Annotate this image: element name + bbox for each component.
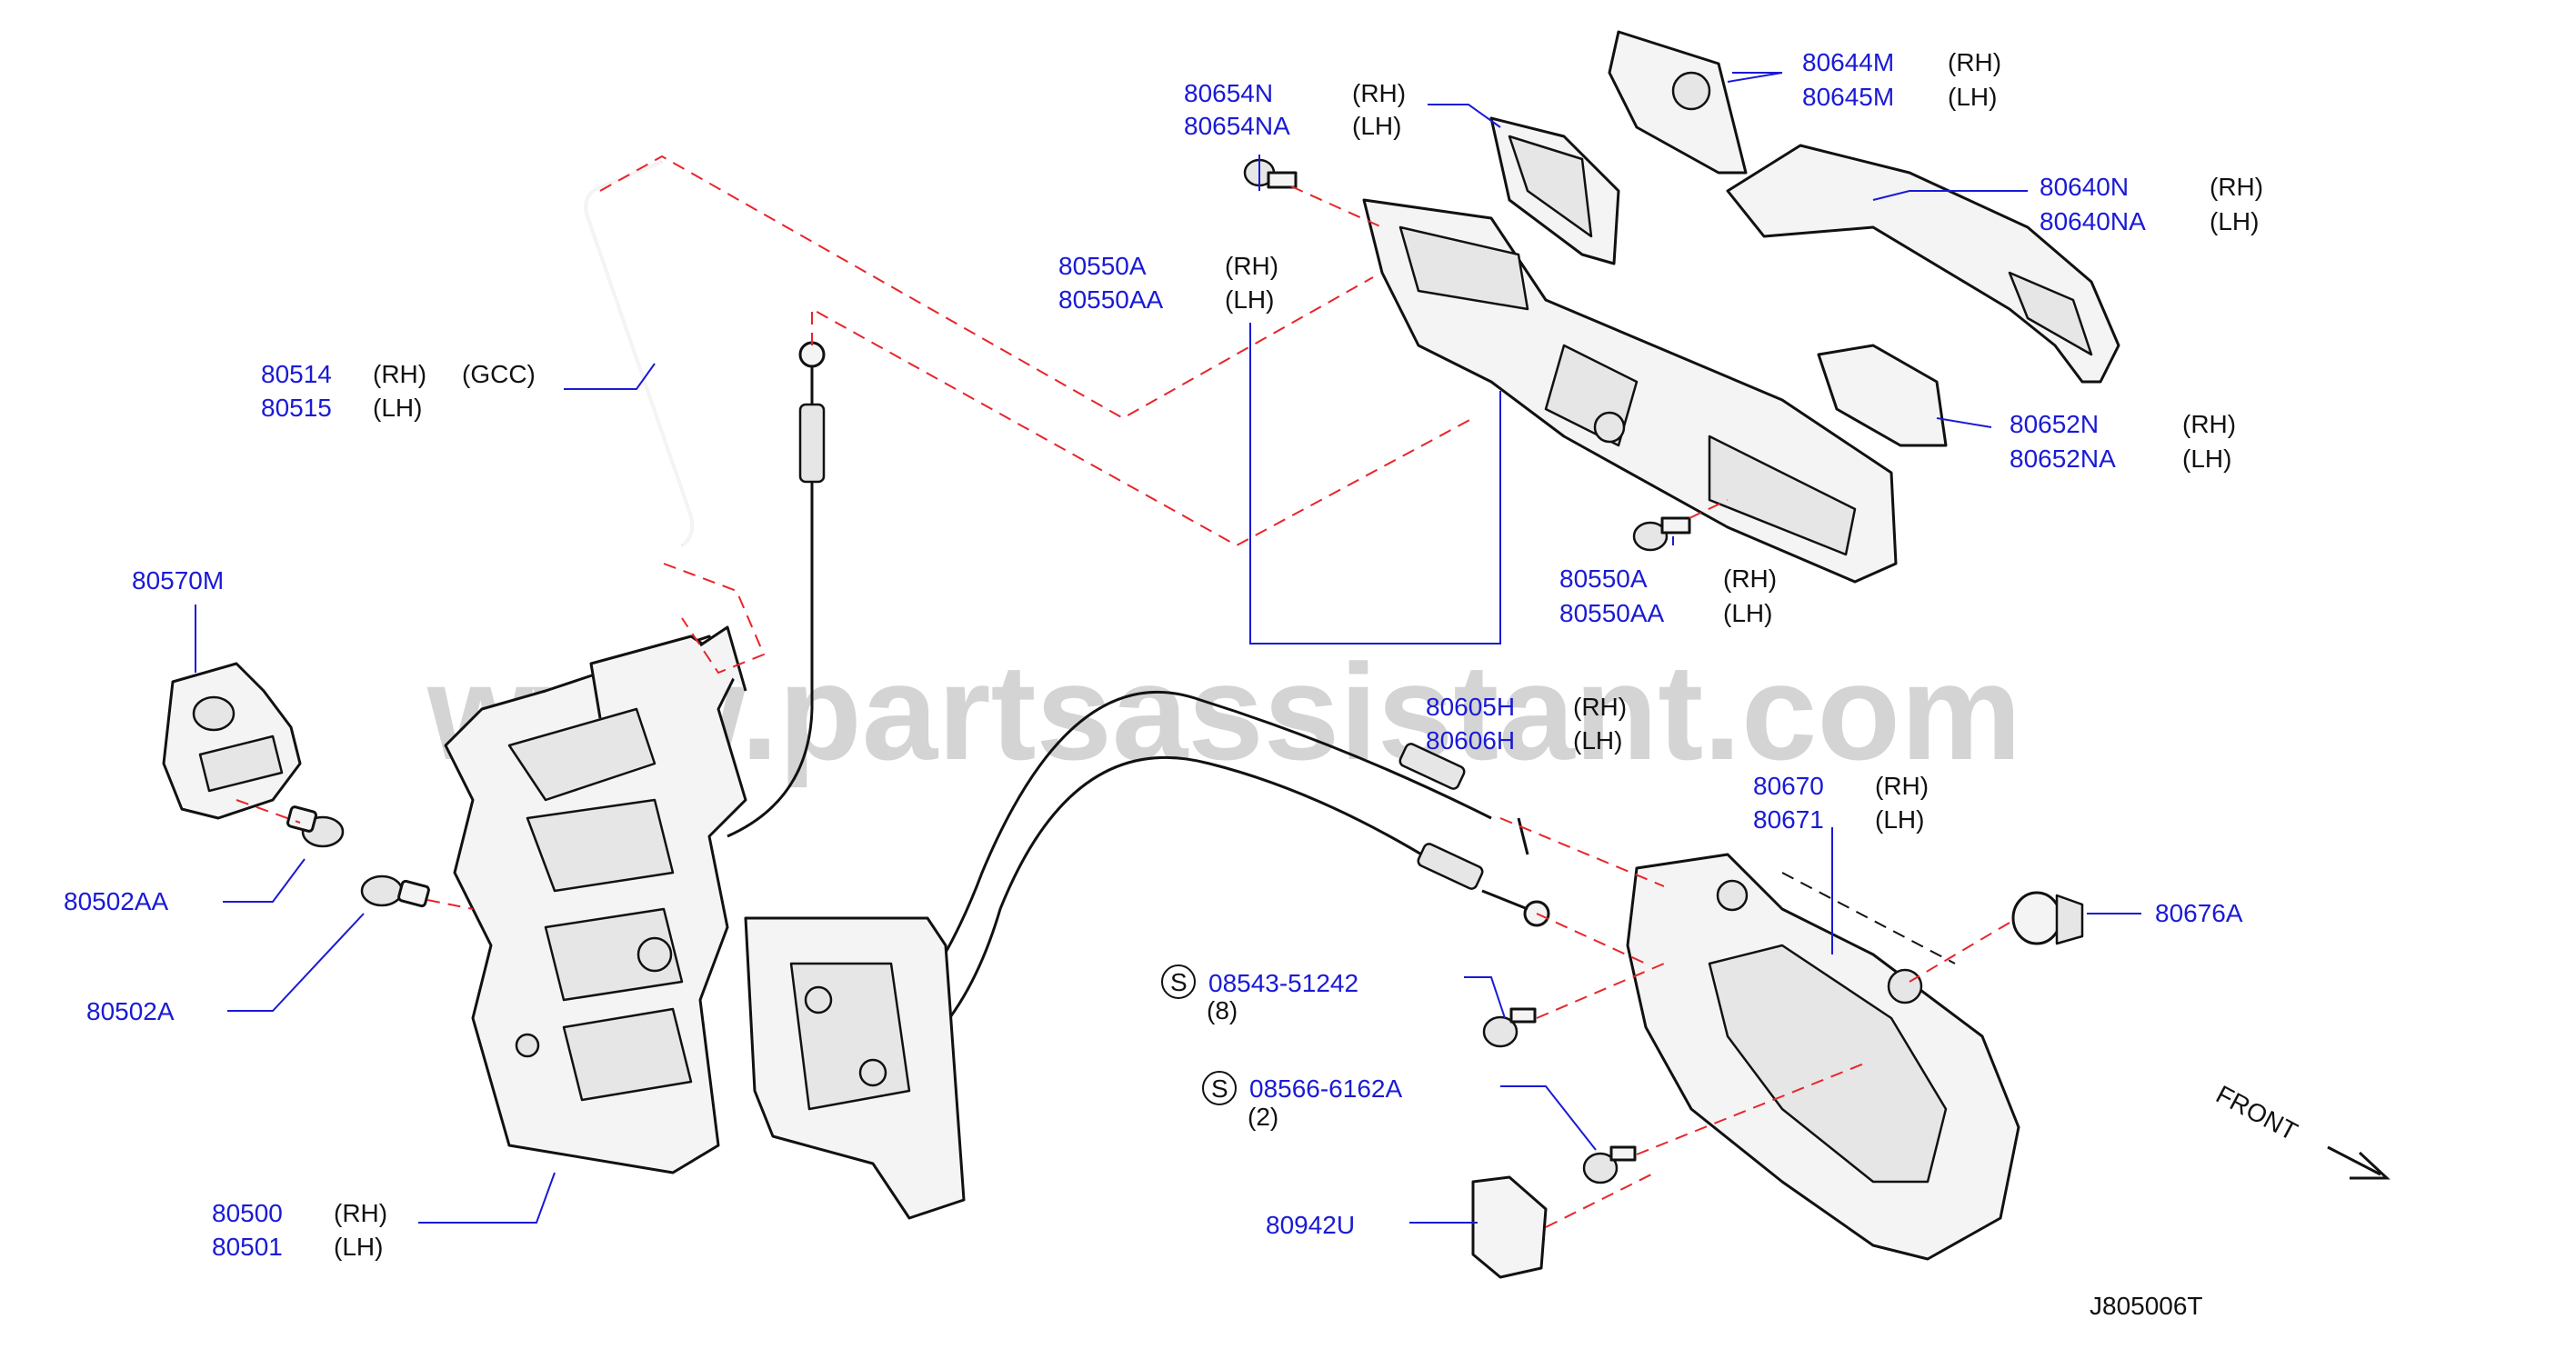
svg-text:80502A: 80502A bbox=[86, 997, 175, 1025]
screw-80502aa[interactable] bbox=[286, 805, 345, 848]
svg-text:80942U: 80942U bbox=[1266, 1211, 1355, 1239]
svg-text:(LH): (LH) bbox=[1352, 112, 1401, 140]
svg-text:80640N: 80640N bbox=[2040, 173, 2129, 201]
svg-text:80654N: 80654N bbox=[1184, 79, 1273, 107]
svg-text:80550A: 80550A bbox=[1058, 252, 1147, 280]
callout-80550a-top: 80550A (RH) 80550AA (LH) bbox=[1058, 252, 1278, 314]
lock-bracket[interactable] bbox=[744, 916, 966, 1220]
svg-text:S: S bbox=[1211, 1074, 1228, 1103]
front-arrow-icon bbox=[2327, 1145, 2391, 1180]
svg-text:80676A: 80676A bbox=[2155, 899, 2243, 927]
screw-80550a-top[interactable] bbox=[1243, 158, 1298, 189]
callout-80654n: 80654N (RH) 80654NA (LH) bbox=[1184, 79, 1406, 140]
svg-text:80644M: 80644M bbox=[1802, 48, 1894, 76]
callout-08566: S 08566-6162A (2) bbox=[1202, 1071, 1402, 1131]
svg-text:(GCC): (GCC) bbox=[462, 360, 536, 388]
svg-text:80515: 80515 bbox=[261, 394, 332, 422]
svg-text:80652NA: 80652NA bbox=[2010, 445, 2116, 473]
svg-text:(LH): (LH) bbox=[2210, 207, 2259, 235]
svg-text:(RH): (RH) bbox=[1573, 693, 1627, 721]
svg-text:80645M: 80645M bbox=[1802, 83, 1894, 111]
svg-text:(2): (2) bbox=[1248, 1103, 1278, 1131]
svg-text:(LH): (LH) bbox=[373, 394, 422, 422]
cap-80942u[interactable] bbox=[1471, 1175, 1548, 1279]
svg-text:FRONT: FRONT bbox=[2211, 1080, 2302, 1146]
handle-cover-80652n[interactable] bbox=[1817, 344, 1948, 447]
callout-80502aa: 80502AA bbox=[64, 887, 169, 915]
svg-text:80514: 80514 bbox=[261, 360, 332, 388]
svg-text:(RH): (RH) bbox=[1875, 772, 1929, 800]
svg-text:80654NA: 80654NA bbox=[1184, 112, 1290, 140]
assembly-lines bbox=[236, 155, 2010, 1228]
svg-text:(RH): (RH) bbox=[2210, 173, 2263, 201]
svg-text:(RH): (RH) bbox=[334, 1199, 387, 1227]
svg-text:(LH): (LH) bbox=[2182, 445, 2231, 473]
svg-text:(RH): (RH) bbox=[2182, 410, 2236, 438]
callout-80670: 80670 (RH) 80671 (LH) bbox=[1753, 772, 1929, 834]
svg-text:(LH): (LH) bbox=[1875, 805, 1924, 834]
svg-text:80605H: 80605H bbox=[1426, 693, 1515, 721]
svg-text:(LH): (LH) bbox=[334, 1233, 383, 1261]
handle-bracket-80605h[interactable] bbox=[1362, 198, 1898, 584]
handle-gasket-80654n[interactable] bbox=[1489, 116, 1620, 265]
svg-text:(RH): (RH) bbox=[1723, 565, 1777, 593]
front-indicator: FRONT bbox=[2211, 1080, 2391, 1180]
svg-text:80550AA: 80550AA bbox=[1559, 599, 1665, 627]
svg-text:(LH): (LH) bbox=[1948, 83, 1997, 111]
diagram-code: J805006T bbox=[2090, 1292, 2203, 1320]
svg-text:80671: 80671 bbox=[1753, 805, 1824, 834]
callout-80502a: 80502A bbox=[86, 997, 175, 1025]
svg-text:80550AA: 80550AA bbox=[1058, 285, 1164, 314]
svg-text:80640NA: 80640NA bbox=[2040, 207, 2146, 235]
rod-80514[interactable] bbox=[584, 160, 695, 547]
svg-text:80550A: 80550A bbox=[1559, 565, 1648, 593]
striker-80570m[interactable] bbox=[162, 662, 302, 820]
leader-lines bbox=[195, 72, 2141, 1224]
svg-text:S: S bbox=[1170, 968, 1188, 996]
callout-80514: 80514 (RH) (GCC) 80515 (LH) bbox=[261, 360, 536, 422]
callout-08543: S 08543-51242 (8) bbox=[1161, 964, 1358, 1024]
callout-80605h: 80605H (RH) 80606H (LH) bbox=[1426, 693, 1627, 754]
svg-text:(RH): (RH) bbox=[1352, 79, 1406, 107]
callout-80652n: 80652N (RH) 80652NA (LH) bbox=[2010, 410, 2236, 473]
screw-80550a-bottom[interactable] bbox=[1632, 516, 1691, 552]
callout-80500: 80500 (RH) 80501 (LH) bbox=[212, 1199, 387, 1261]
inside-handle-80670[interactable] bbox=[1626, 853, 2020, 1261]
callout-80644m: 80644M (RH) 80645M (LH) bbox=[1802, 48, 2001, 111]
svg-text:80501: 80501 bbox=[212, 1233, 283, 1261]
svg-text:80652N: 80652N bbox=[2010, 410, 2099, 438]
svg-text:(LH): (LH) bbox=[1573, 726, 1622, 754]
escutcheon-80644m[interactable] bbox=[1608, 30, 1748, 175]
svg-text:(RH): (RH) bbox=[1225, 252, 1278, 280]
svg-text:80500: 80500 bbox=[212, 1199, 283, 1227]
svg-text:(8): (8) bbox=[1207, 996, 1238, 1024]
screw-08566[interactable] bbox=[1582, 1145, 1637, 1184]
svg-text:08543-51242: 08543-51242 bbox=[1208, 969, 1358, 997]
clip-80676a[interactable] bbox=[2011, 891, 2084, 945]
svg-text:80570M: 80570M bbox=[132, 566, 224, 595]
svg-text:80606H: 80606H bbox=[1426, 726, 1515, 754]
callout-80676a: 80676A bbox=[2155, 899, 2243, 927]
door-lock-actuator[interactable] bbox=[444, 625, 747, 1174]
svg-text:(LH): (LH) bbox=[1723, 599, 1772, 627]
screw-80502a[interactable] bbox=[360, 874, 430, 908]
svg-text:80502AA: 80502AA bbox=[64, 887, 169, 915]
svg-text:08566-6162A: 08566-6162A bbox=[1249, 1074, 1402, 1103]
callout-80942u: 80942U bbox=[1266, 1211, 1355, 1239]
screw-08543[interactable] bbox=[1482, 1007, 1537, 1048]
callout-80640n: 80640N (RH) 80640NA (LH) bbox=[2040, 173, 2263, 235]
callout-80570m: 80570M bbox=[132, 566, 224, 595]
callout-80550a-bottom: 80550A (RH) 80550AA (LH) bbox=[1559, 565, 1777, 627]
outside-handle-80640n[interactable] bbox=[1726, 144, 2120, 384]
svg-text:80670: 80670 bbox=[1753, 772, 1824, 800]
svg-text:(LH): (LH) bbox=[1225, 285, 1274, 314]
svg-text:(RH): (RH) bbox=[373, 360, 426, 388]
svg-text:(RH): (RH) bbox=[1948, 48, 2001, 76]
